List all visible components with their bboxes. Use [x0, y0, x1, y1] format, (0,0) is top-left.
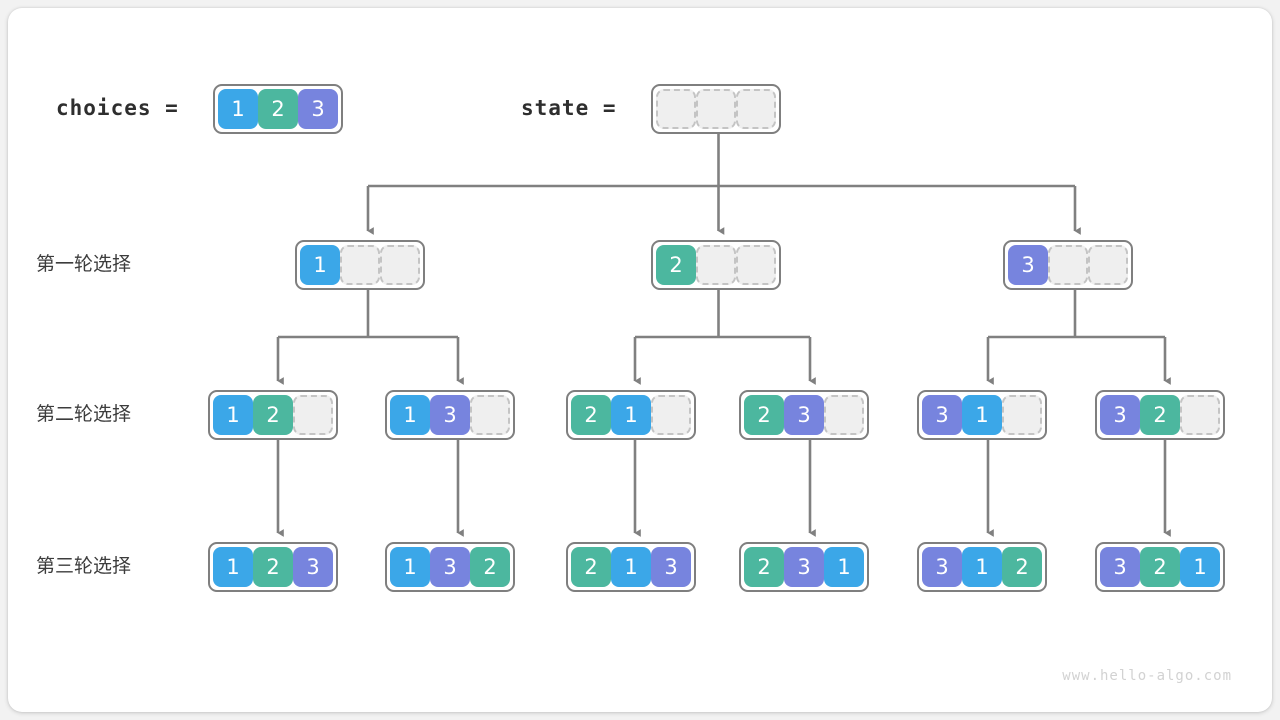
r2n4-cell-2: [824, 395, 864, 435]
state-array: [651, 84, 781, 134]
r3n1-cell-1: 2: [253, 547, 293, 587]
r2n5-cell-2: [1002, 395, 1042, 435]
r3n4-cell-0: 2: [744, 547, 784, 587]
r3n3-cell-1: 1: [611, 547, 651, 587]
r2n4-cell-0: 2: [744, 395, 784, 435]
r2n6-cell-0: 3: [1100, 395, 1140, 435]
choices-cell-2: 3: [298, 89, 338, 129]
r3n1-cell-0: 1: [213, 547, 253, 587]
r1n1-cell-0: 1: [300, 245, 340, 285]
state-cell-1: [696, 89, 736, 129]
r2n3-cell-0: 2: [571, 395, 611, 435]
r3n5-cell-2: 2: [1002, 547, 1042, 587]
r2n6-cell-1: 2: [1140, 395, 1180, 435]
state-array-round-1-node-1: 1: [295, 240, 425, 290]
r3n2-cell-1: 3: [430, 547, 470, 587]
state-array-round-1-node-2: 2: [651, 240, 781, 290]
r1n1-cell-2: [380, 245, 420, 285]
r2n5-cell-1: 1: [962, 395, 1002, 435]
r3n4-cell-1: 3: [784, 547, 824, 587]
r2n6-cell-2: [1180, 395, 1220, 435]
r1n3-cell-0: 3: [1008, 245, 1048, 285]
r1n3-cell-2: [1088, 245, 1128, 285]
state-cell-2: [736, 89, 776, 129]
r3n2-cell-2: 2: [470, 547, 510, 587]
r3n3-cell-0: 2: [571, 547, 611, 587]
r2n4-cell-1: 3: [784, 395, 824, 435]
r3n2-cell-0: 1: [390, 547, 430, 587]
r2n5-cell-0: 3: [922, 395, 962, 435]
state-cell-0: [656, 89, 696, 129]
row-label-round-2: 第二轮选择: [36, 403, 132, 425]
r3n3-cell-2: 3: [651, 547, 691, 587]
r3n1-cell-2: 3: [293, 547, 333, 587]
row-label-round-3: 第三轮选择: [36, 555, 132, 577]
diagram-card: [8, 8, 1272, 712]
r1n2-cell-1: [696, 245, 736, 285]
r3n6-cell-2: 1: [1180, 547, 1220, 587]
watermark: www.hello-algo.com: [1062, 668, 1232, 684]
r1n1-cell-1: [340, 245, 380, 285]
r3n5-cell-1: 1: [962, 547, 1002, 587]
state-label: state =: [521, 96, 617, 120]
r2n1-cell-0: 1: [213, 395, 253, 435]
r1n2-cell-2: [736, 245, 776, 285]
r3n5-cell-0: 3: [922, 547, 962, 587]
r3n6-cell-0: 3: [1100, 547, 1140, 587]
choices-label: choices =: [56, 96, 179, 120]
row-label-round-1: 第一轮选择: [36, 253, 132, 275]
state-array-round-1-node-3: 3: [1003, 240, 1133, 290]
choices-cell-1: 2: [258, 89, 298, 129]
r3n4-cell-2: 1: [824, 547, 864, 587]
r2n1-cell-1: 2: [253, 395, 293, 435]
r2n1-cell-2: [293, 395, 333, 435]
r2n2-cell-0: 1: [390, 395, 430, 435]
r1n2-cell-0: 2: [656, 245, 696, 285]
r3n6-cell-1: 2: [1140, 547, 1180, 587]
choices-cell-0: 1: [218, 89, 258, 129]
r2n2-cell-1: 3: [430, 395, 470, 435]
r2n3-cell-2: [651, 395, 691, 435]
r2n2-cell-2: [470, 395, 510, 435]
r1n3-cell-1: [1048, 245, 1088, 285]
r2n3-cell-1: 1: [611, 395, 651, 435]
